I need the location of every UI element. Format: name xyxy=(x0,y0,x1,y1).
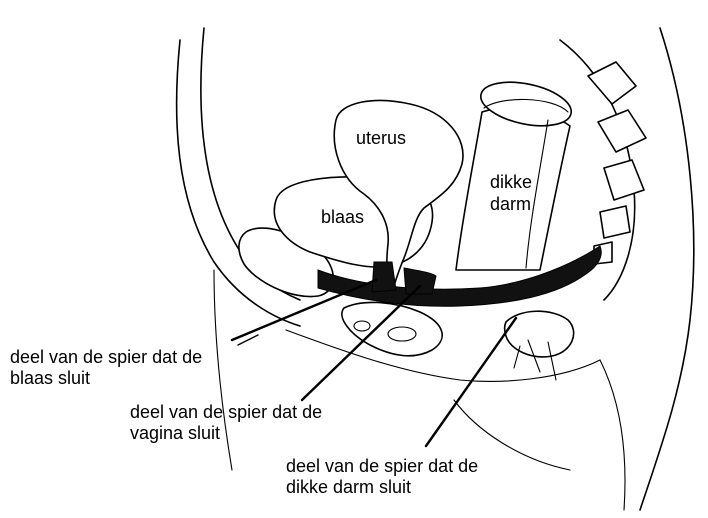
urethral-sphincter xyxy=(372,262,396,292)
callout-bladder-muscle-line1: deel van de spier dat de xyxy=(10,347,202,368)
callout-vagina-muscle-line1: deel van de spier dat de xyxy=(130,402,322,423)
label-colon-line2: darm xyxy=(490,194,531,215)
callout-colon-muscle-line1: deel van de spier dat de xyxy=(286,456,478,477)
callout-colon-muscle-line2: dikke darm sluit xyxy=(286,477,411,498)
label-colon-line1: dikke xyxy=(490,172,532,193)
vertebra-1 xyxy=(588,62,636,104)
buttock-line xyxy=(600,360,625,510)
label-bladder: blaas xyxy=(321,207,364,228)
vertebra-2 xyxy=(598,110,646,152)
vertebra-3 xyxy=(604,160,644,200)
vertebra-4 xyxy=(600,206,630,238)
spine-outline xyxy=(640,28,694,510)
callout-vagina-muscle-line2: vagina sluit xyxy=(130,423,220,444)
vaginal-muscle xyxy=(404,268,436,294)
callout-bladder-muscle-line2: blaas sluit xyxy=(10,368,90,389)
label-uterus: uterus xyxy=(356,128,406,149)
